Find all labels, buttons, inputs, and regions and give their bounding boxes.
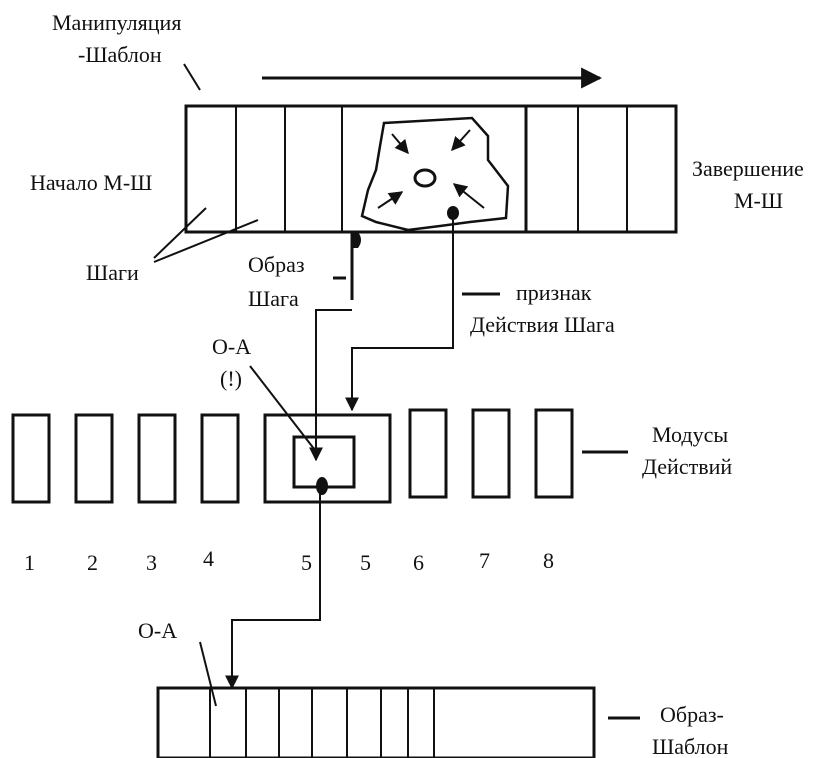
feature-dot: [447, 206, 459, 220]
feature-connector: [345, 220, 454, 412]
action-mode-box: [74, 413, 114, 504]
template-title-pointer: [183, 63, 201, 91]
modes-line1: Модусы: [652, 422, 728, 447]
image-template-outline: [156, 686, 596, 758]
end-label-line1: Завершение: [692, 156, 804, 181]
template-title-line2: -Шаблон: [78, 42, 162, 67]
manipulation-template-bar: [184, 104, 678, 234]
mode-number: 3: [146, 550, 157, 575]
blob-arrow: [451, 129, 471, 152]
mode-output-dot: [316, 477, 328, 495]
action-mode-box: [11, 413, 51, 504]
mode-number: 6: [413, 550, 424, 575]
template-bar-outline: [184, 104, 678, 234]
action-mode-box: [471, 408, 511, 499]
step-image-line1: Образ: [248, 252, 305, 277]
mode-number: 2: [87, 550, 98, 575]
action-mode-box-selected: [263, 413, 392, 504]
steps-pointer: [153, 219, 259, 263]
current-step-blob: [360, 116, 510, 232]
blob-outline: [360, 116, 510, 232]
blob-arrow: [391, 133, 409, 155]
mode-number: 8: [543, 548, 554, 573]
action-mode-box: [137, 413, 177, 504]
mode-number: 4: [203, 546, 214, 571]
oa-top-pointer: [249, 365, 319, 455]
blob-arrow: [452, 183, 485, 209]
start-label: Начало М-Ш: [30, 170, 152, 195]
oa-bottom-pointer: [199, 641, 217, 707]
image-template-line1: Образ-: [660, 702, 724, 727]
action-mode-box: [534, 408, 574, 499]
action-mode-box: [408, 408, 448, 499]
blob-arrow: [377, 191, 404, 209]
feature-line1: признак: [516, 280, 592, 305]
mode-number: 5: [360, 550, 371, 575]
template-title-line1: Манипуляция: [52, 10, 181, 35]
action-modes-row: [11, 408, 574, 504]
action-mode-box: [200, 413, 240, 504]
oa-top-line2: (!): [220, 366, 242, 391]
step-image-connector: [309, 309, 352, 462]
end-label-line2: М-Ш: [734, 188, 783, 213]
modes-line2: Действий: [642, 454, 732, 479]
mode-number: 5: [301, 550, 312, 575]
image-template-line2: Шаблон: [652, 734, 729, 758]
mode-output-connector: [225, 490, 321, 690]
mode-number: 7: [479, 548, 490, 573]
step-image-marker: [352, 232, 361, 248]
mode-numbers: 1 2 3 4 5 5 6 7 8: [24, 546, 554, 575]
mode-number: 1: [24, 550, 35, 575]
steps-pointer: [153, 207, 207, 259]
oa-top-line1: О-А: [212, 334, 251, 359]
step-image-line2: Шага: [248, 286, 299, 311]
steps-label: Шаги: [86, 260, 139, 285]
feature-line2: Действия Шага: [470, 312, 615, 337]
template-title: Манипуляция -Шаблон: [52, 10, 181, 67]
oa-bottom: О-А: [138, 618, 177, 643]
image-template-bar: [156, 686, 596, 758]
blob-center-ring: [413, 168, 437, 188]
